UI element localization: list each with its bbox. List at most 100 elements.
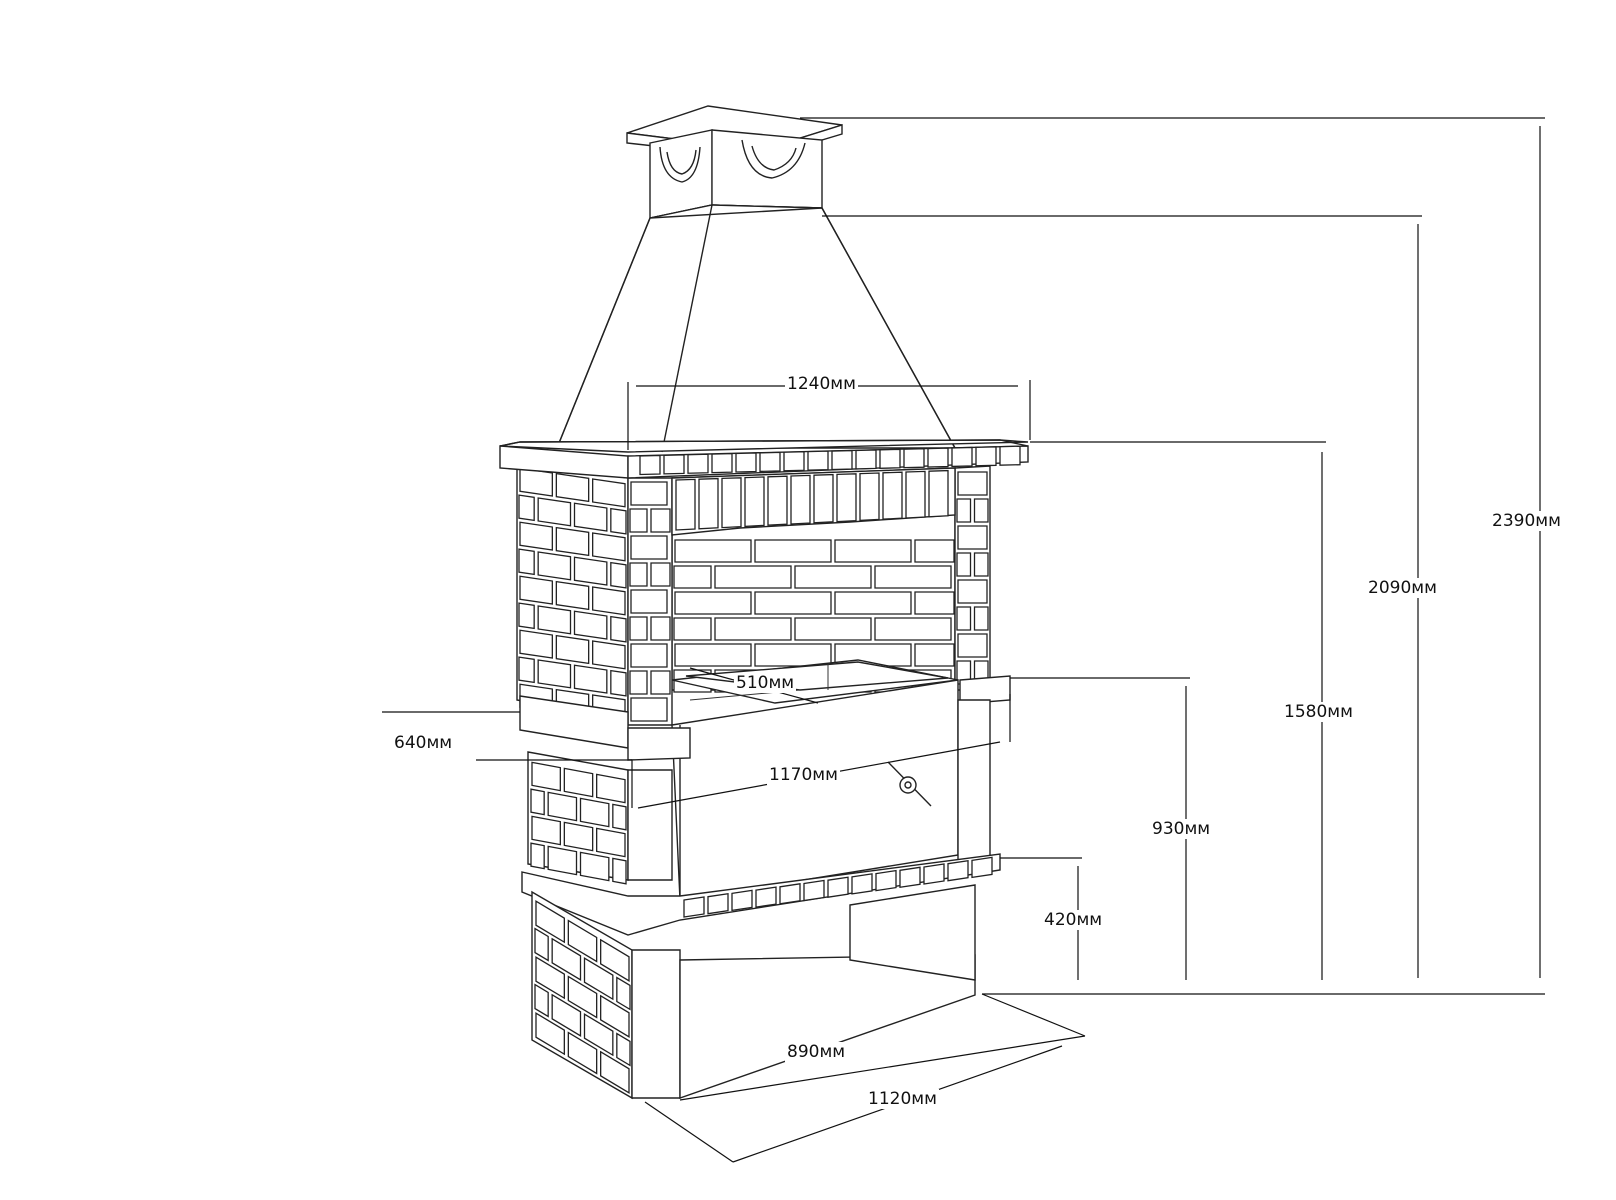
lintel-bricks xyxy=(675,469,949,531)
wall-brick xyxy=(555,472,590,503)
column-brick xyxy=(650,562,671,587)
slab-brick xyxy=(927,447,949,468)
wall-brick xyxy=(610,669,627,697)
mid-ledge xyxy=(519,675,1011,761)
wall-brick xyxy=(914,539,955,563)
lintel-brick xyxy=(859,472,880,522)
column-brick xyxy=(957,579,988,604)
lintel-brick xyxy=(767,475,788,526)
wall-brick xyxy=(754,591,832,615)
column-brick xyxy=(629,670,648,695)
wall-brick xyxy=(596,827,626,858)
wall-brick xyxy=(518,494,535,522)
ledge-brick xyxy=(683,896,705,918)
wall-brick xyxy=(600,938,630,982)
wall-brick xyxy=(573,556,608,586)
wall-brick xyxy=(612,857,627,885)
wall-brick xyxy=(874,565,952,589)
ledge-brick xyxy=(803,879,825,902)
slab-brick xyxy=(663,454,685,475)
slab-brick xyxy=(903,448,925,469)
wall-brick xyxy=(547,791,578,822)
column-brick xyxy=(956,498,972,523)
wall-brick xyxy=(555,634,590,665)
dim-total-height: 2390мм xyxy=(1490,511,1563,531)
column-brick xyxy=(630,697,668,722)
wall-brick xyxy=(592,532,626,562)
lintel-brick xyxy=(721,477,742,529)
lintel-brick xyxy=(905,470,926,519)
wall-brick xyxy=(519,575,553,605)
back-wall-bricks xyxy=(673,539,955,693)
lintel-brick xyxy=(675,478,696,531)
wall-brick xyxy=(714,617,792,641)
wall-brick xyxy=(592,478,626,508)
column-brick xyxy=(956,552,972,577)
column-brick xyxy=(630,481,668,506)
wall-brick xyxy=(573,502,608,532)
lower-bricks xyxy=(530,761,993,1094)
wall-brick xyxy=(519,521,553,551)
ledge-brick xyxy=(731,889,753,912)
column-brick xyxy=(956,606,972,631)
lintel-brick xyxy=(744,476,765,528)
hood xyxy=(555,204,957,453)
column-brick xyxy=(630,589,668,614)
wall-brick xyxy=(563,767,594,798)
column-brick xyxy=(630,535,668,560)
lintel-brick xyxy=(790,474,811,525)
wall-brick xyxy=(583,1013,614,1057)
wall-brick xyxy=(616,976,631,1011)
dim-countertop-height: 1580мм xyxy=(1282,702,1355,722)
wall-brick xyxy=(563,821,594,852)
wall-brick xyxy=(714,565,792,589)
slab-brick xyxy=(999,445,1021,466)
wall-brick xyxy=(518,602,535,630)
dim-top-width: 1240мм xyxy=(785,374,858,394)
ledge-brick xyxy=(875,869,897,892)
column-brick xyxy=(650,616,671,641)
wall-brick xyxy=(519,467,553,497)
wall-brick xyxy=(600,1050,630,1094)
wall-brick xyxy=(610,507,627,535)
wall-brick xyxy=(592,640,626,670)
slab-brick xyxy=(807,450,829,471)
wall-brick xyxy=(610,561,627,589)
wall-brick xyxy=(555,580,590,611)
wall-brick xyxy=(579,797,610,828)
wall-brick xyxy=(531,815,561,846)
ledge-brick xyxy=(779,883,801,905)
column-brick xyxy=(629,562,648,587)
wall-brick xyxy=(794,565,872,589)
dim-side-depth: 640мм xyxy=(392,733,455,753)
column-brick xyxy=(973,552,989,577)
slab-brick xyxy=(687,453,709,474)
ledge-brick xyxy=(851,873,873,895)
wall-brick xyxy=(530,788,545,816)
wall-brick xyxy=(551,937,582,981)
wall-brick xyxy=(612,803,627,831)
lintel-brick xyxy=(836,473,857,523)
wall-brick xyxy=(600,994,630,1038)
ledge-brick xyxy=(923,863,945,885)
slab-bricks xyxy=(639,445,1021,476)
dim-base-depth: 890мм xyxy=(785,1042,848,1062)
ledge-brick xyxy=(899,866,921,889)
ledge-brick xyxy=(755,886,777,908)
lintel-brick xyxy=(813,473,834,524)
column-brick xyxy=(957,471,988,496)
ledge-brick xyxy=(971,856,993,879)
wall-brick xyxy=(579,851,610,882)
wall-brick xyxy=(834,539,912,563)
wall-brick xyxy=(567,919,598,963)
wall-brick xyxy=(573,664,608,694)
slab-brick xyxy=(759,451,781,473)
wall-brick xyxy=(616,1032,631,1067)
wall-brick xyxy=(794,617,872,641)
slab-brick xyxy=(783,451,805,472)
wall-brick xyxy=(537,605,572,635)
dim-firebox-depth: 510мм xyxy=(734,673,797,693)
slab-brick xyxy=(975,446,997,467)
lintel-brick xyxy=(882,471,903,520)
